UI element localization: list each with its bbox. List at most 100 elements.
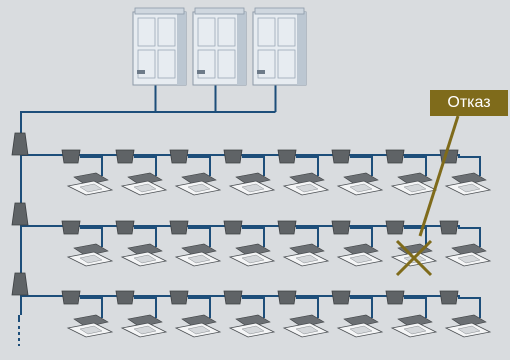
refnet-branch-icon [223, 149, 243, 164]
ceiling-cassette-icon [66, 172, 114, 196]
outdoor-unit-side [297, 12, 306, 85]
unit-drop-pipe [404, 227, 427, 247]
cassette-grille [349, 254, 373, 264]
refnet-branch-icon [385, 220, 405, 235]
refnet-branch-icon [331, 220, 351, 235]
unit-drop-pipe [188, 156, 211, 176]
cassette-grille [133, 183, 157, 193]
refnet-branch-icon [223, 220, 243, 235]
branch-box-body [169, 149, 189, 164]
branch-box-body [277, 220, 297, 235]
branch-box-body [61, 290, 81, 305]
refnet-header-icon [11, 202, 29, 226]
unit-drop-pipe [458, 156, 481, 176]
outdoor-unit-grille [217, 49, 236, 79]
cassette-top [451, 172, 487, 186]
ceiling-cassette-icon [174, 172, 222, 196]
refnet-branch-icon [277, 290, 297, 305]
row-headers-group [11, 132, 29, 296]
cassette-top [235, 172, 271, 186]
unit-drop-pipe [134, 227, 157, 247]
cassette-grille [79, 254, 103, 264]
cassette-top [289, 243, 325, 257]
ceiling-cassette-icon [174, 243, 222, 267]
branch-box-body [115, 220, 135, 235]
outdoor-unit-badge [197, 70, 205, 74]
cassette-grille [457, 254, 481, 264]
refnet-branch-icon [115, 220, 135, 235]
refnet-branch-icon [439, 290, 459, 305]
outdoor-unit-grille [277, 49, 296, 79]
outdoor-unit-top [194, 7, 245, 15]
outdoor-unit-top [134, 7, 185, 15]
unit-drop-pipe [242, 156, 265, 176]
branch-box-body [223, 220, 243, 235]
unit-drop-pipe [134, 156, 157, 176]
indoor-rows-group [61, 149, 492, 338]
unit-drop-pipe [296, 297, 319, 318]
cassette-top [235, 243, 271, 257]
main-trunk-pipe [20, 111, 276, 315]
branch-box-body [223, 149, 243, 164]
cassette-grille [457, 325, 481, 335]
ceiling-cassette-icon [336, 172, 384, 196]
outdoor-unit-badge [257, 70, 265, 74]
refnet-branch-icon [331, 290, 351, 305]
refnet-branch-icon [385, 149, 405, 164]
cassette-grille [241, 325, 265, 335]
x-mark-icon [395, 239, 433, 277]
refnet-branch-icon [169, 220, 189, 235]
ceiling-cassette-icon [444, 314, 492, 338]
cassette-top [343, 314, 379, 328]
unit-drop-pipe [296, 227, 319, 247]
outdoor-unit-grille [197, 17, 216, 47]
cassette-top [181, 314, 217, 328]
ceiling-cassette-icon [120, 314, 168, 338]
cassette-top [73, 243, 109, 257]
refnet-header-icon [11, 132, 29, 156]
failure-annotation [395, 115, 460, 277]
cassette-grille [295, 254, 319, 264]
ceiling-cassette-icon [120, 172, 168, 196]
unit-drop-pipe [134, 297, 157, 318]
refnet-branch-icon [169, 290, 189, 305]
failure-label: Отказ [430, 90, 508, 116]
branch-box-body [385, 149, 405, 164]
ceiling-cassette-icon [66, 314, 114, 338]
cassette-grille [457, 183, 481, 193]
refnet-branch-icon [61, 149, 81, 164]
unit-drop-pipe [350, 156, 373, 176]
cassette-top [73, 314, 109, 328]
outdoor-unit-grille [137, 17, 156, 47]
refnet-branch-icon [223, 290, 243, 305]
outdoor-unit-side [237, 12, 246, 85]
cassette-grille [79, 183, 103, 193]
branch-box-body [61, 220, 81, 235]
cassette-grille [133, 325, 157, 335]
unit-drop-pipe [80, 156, 103, 176]
branch-box-body [115, 290, 135, 305]
cassette-top [451, 243, 487, 257]
branch-box-body [277, 290, 297, 305]
refnet-branch-icon [61, 290, 81, 305]
ceiling-cassette-icon [336, 314, 384, 338]
outdoor-unit-grille [157, 49, 176, 79]
ceiling-cassette-icon [282, 172, 330, 196]
ceiling-cassette-icon [66, 243, 114, 267]
ceiling-cassette-icon [390, 172, 438, 196]
unit-drop-pipe [458, 297, 481, 318]
refnet-header-icon [11, 272, 29, 296]
unit-drop-pipe [188, 297, 211, 318]
branch-box-body [331, 220, 351, 235]
refnet-branch-icon [61, 220, 81, 235]
unit-drop-pipe [242, 227, 265, 247]
branch-box-body [385, 220, 405, 235]
branch-box-body [277, 149, 297, 164]
refnet-branch-icon [277, 220, 297, 235]
cassette-top [235, 314, 271, 328]
cassette-top [181, 172, 217, 186]
ceiling-cassette-icon [120, 243, 168, 267]
cassette-top [181, 243, 217, 257]
ceiling-cassette-icon [228, 172, 276, 196]
